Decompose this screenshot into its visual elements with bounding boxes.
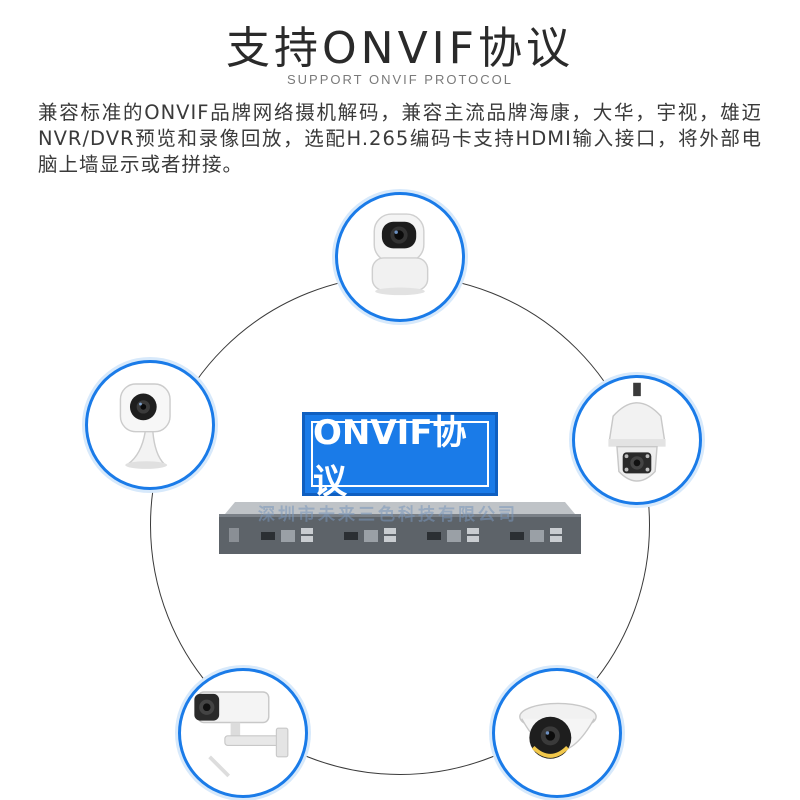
company-watermark: 深圳市未来三色科技有限公司 bbox=[258, 505, 518, 525]
camera-node-bottom-right bbox=[492, 668, 622, 798]
speed-dome-camera-icon bbox=[608, 382, 666, 482]
bullet-camera-icon bbox=[194, 691, 289, 778]
page-subtitle: SUPPORT ONVIF PROTOCOL bbox=[286, 72, 514, 87]
onvif-badge: ONVIF协议 bbox=[302, 412, 498, 502]
camera-node-left bbox=[85, 360, 215, 490]
page-title: 支持ONVIF协议 bbox=[226, 23, 574, 74]
onvif-badge-label: ONVIF协议 bbox=[311, 413, 489, 502]
decoder-device bbox=[219, 498, 581, 556]
home-cube-camera-icon bbox=[119, 383, 171, 469]
camera-node-bottom-left bbox=[178, 668, 308, 798]
feature-description: 兼容标准的ONVIF品牌网络摄机解码，兼容主流品牌海康，大华，宇视，雄迈NVR/… bbox=[38, 101, 762, 176]
turret-dome-camera-icon bbox=[519, 702, 597, 759]
camera-node-right bbox=[572, 375, 702, 505]
camera-node-top bbox=[335, 192, 465, 322]
ptz-indoor-camera-icon bbox=[371, 213, 429, 296]
decoder-device-icon bbox=[219, 502, 581, 554]
